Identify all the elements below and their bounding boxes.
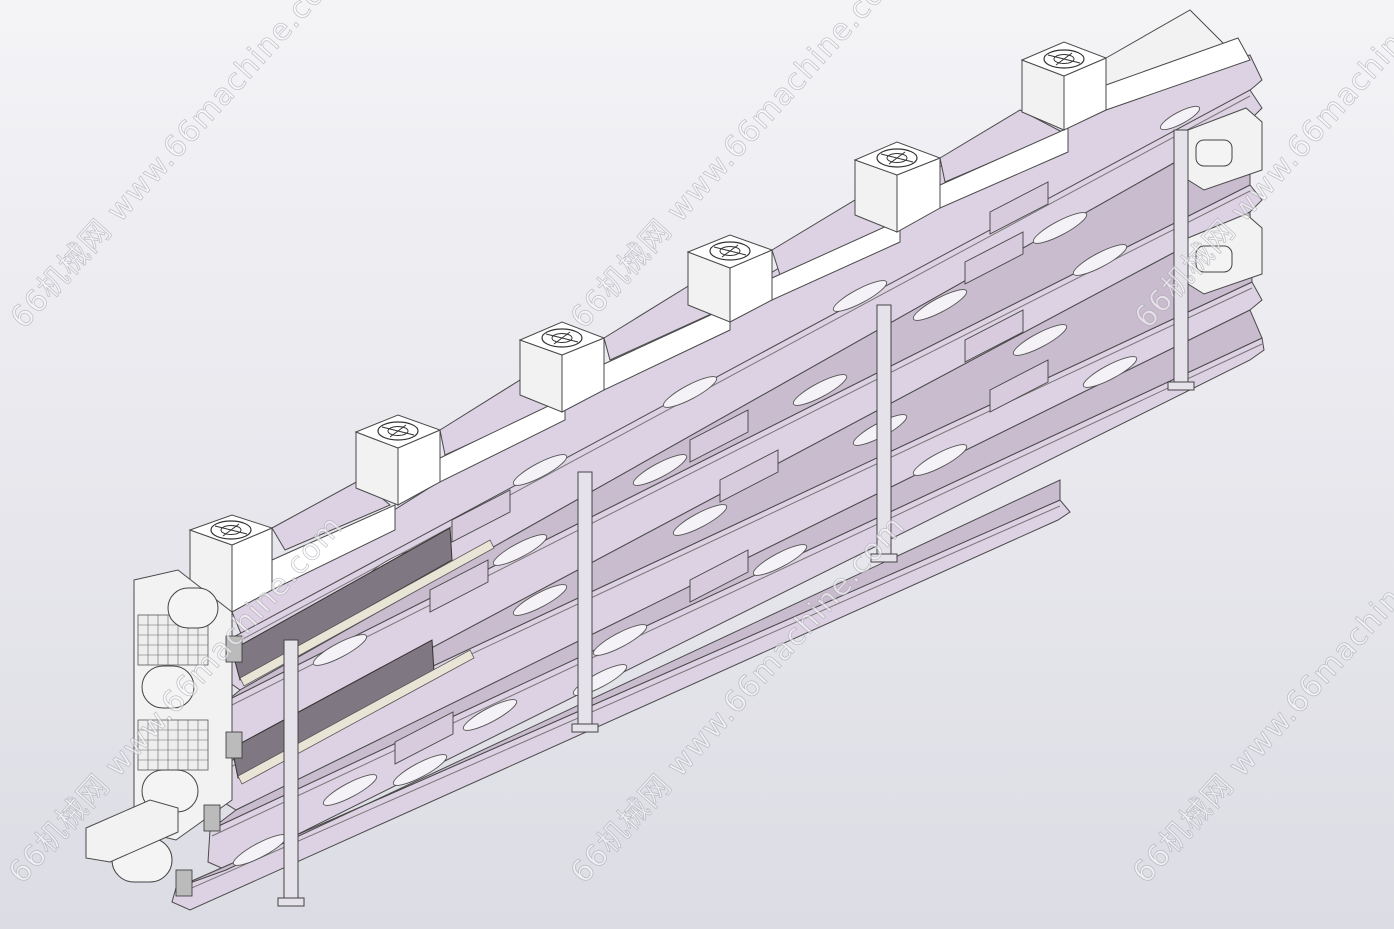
support-post	[870, 304, 898, 563]
side-wall-bottom	[175, 479, 1061, 889]
fan-icon	[377, 421, 419, 441]
oval-slots-row-5	[232, 664, 628, 866]
oval-slots-row-1	[366, 105, 1201, 581]
fan-icon	[1043, 49, 1085, 69]
mesh-guard	[137, 614, 209, 771]
exhaust-hood	[686, 199, 901, 323]
support-post	[1167, 129, 1195, 391]
oval-slots-row-4	[322, 356, 1138, 806]
support-posts	[277, 129, 1195, 907]
support-post	[571, 471, 599, 733]
access-panels	[394, 181, 1049, 765]
fan-icon	[210, 520, 252, 540]
discharge-end	[1187, 107, 1263, 295]
support-post	[277, 639, 305, 907]
roller	[167, 587, 219, 629]
exhaust-hood	[853, 109, 1069, 233]
oval-slots-row-2	[312, 244, 1128, 666]
bearing-plates	[175, 635, 243, 897]
exhaust-hood	[354, 379, 566, 506]
feed-end	[85, 569, 243, 897]
roller	[1195, 245, 1233, 273]
fan-icon	[876, 148, 918, 168]
fan-icons	[210, 49, 1085, 540]
fan-icon	[709, 241, 751, 261]
roller	[141, 665, 195, 709]
fan-icon	[541, 328, 583, 348]
roller	[1195, 139, 1233, 167]
belt-edge-upper	[239, 539, 495, 687]
inlet-hopper	[85, 799, 179, 863]
exhaust-hood	[188, 479, 396, 613]
dryer-body	[85, 9, 1265, 911]
